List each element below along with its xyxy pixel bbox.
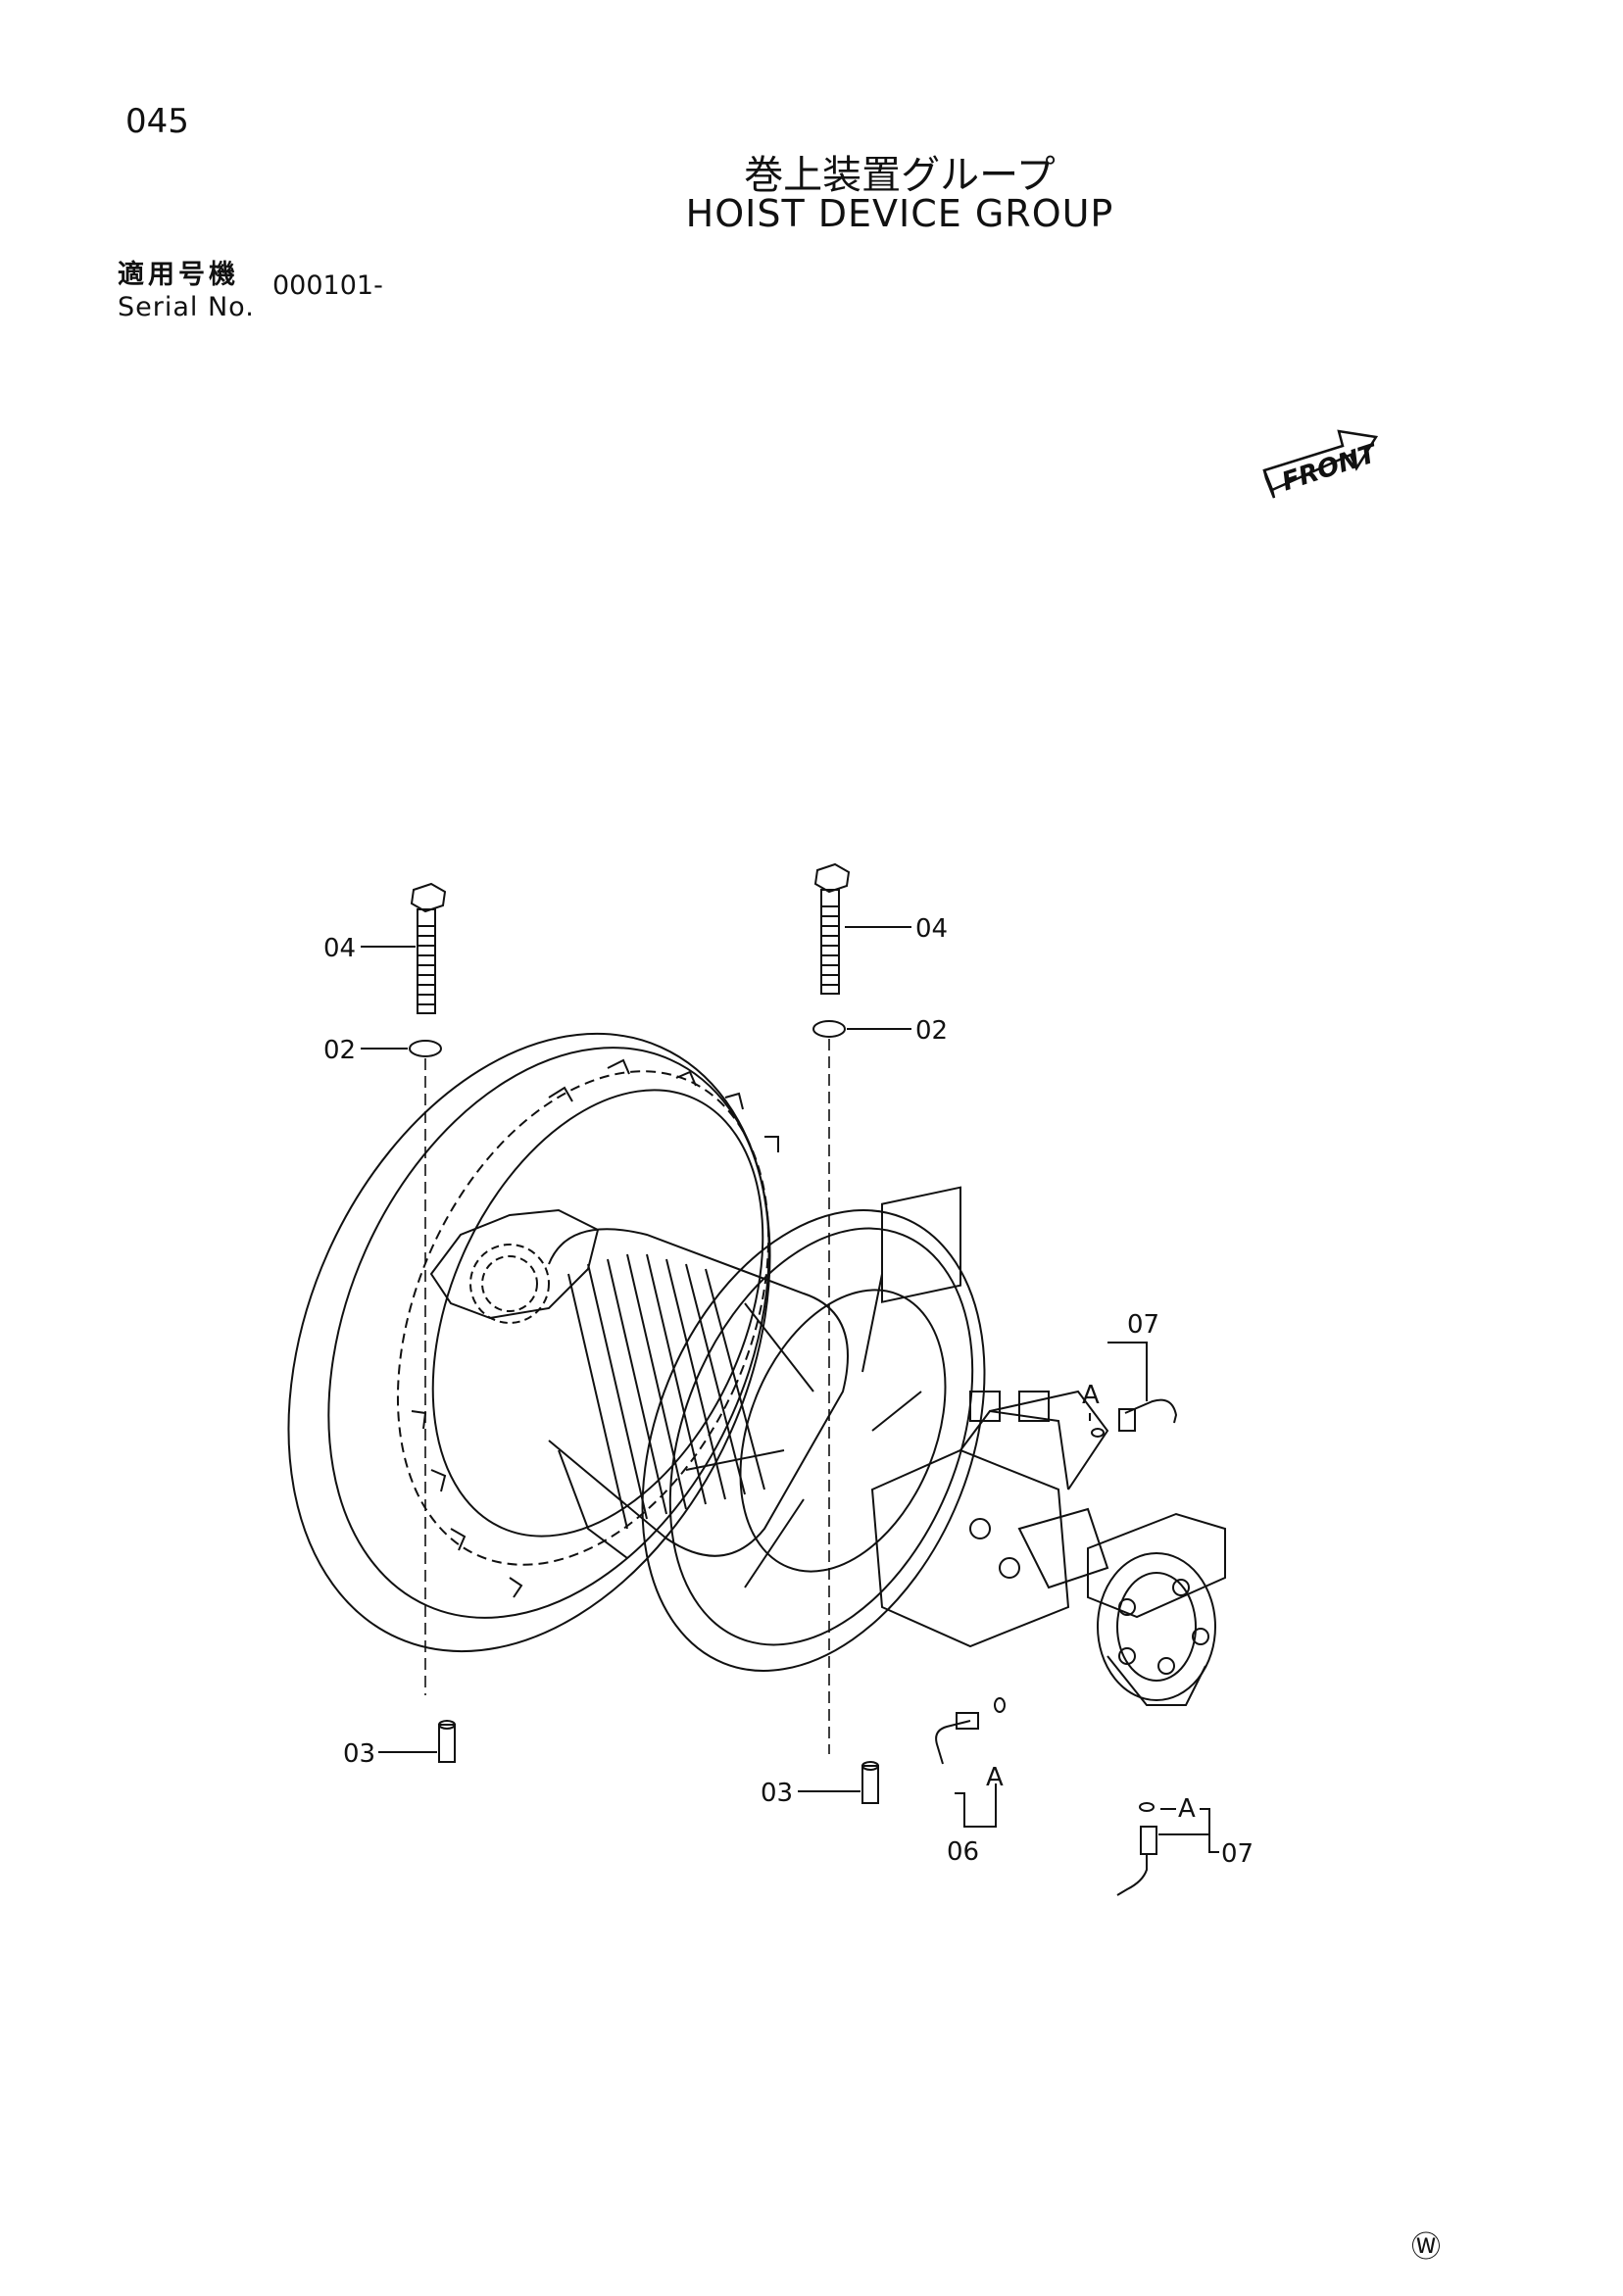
callout-07-upper: 07: [1127, 1310, 1159, 1340]
callout-06: 06: [947, 1837, 979, 1867]
elbow-fitting-07-upper: [1091, 1398, 1178, 1438]
page-title-english: HOIST DEVICE GROUP: [685, 192, 1114, 235]
front-arrow-label: FRONT: [1278, 438, 1382, 497]
callout-02-right: 02: [915, 1016, 948, 1046]
callout-a-upper: A: [1082, 1381, 1100, 1410]
elbow-fitting-07-lower: [1116, 1802, 1157, 1896]
page-title-japanese: 巻上装置グループ: [744, 153, 1056, 198]
serial-label-english: Serial No.: [118, 292, 255, 322]
callout-a-middle: A: [986, 1763, 1004, 1792]
callout-a-lower: A: [1178, 1794, 1196, 1824]
washer-left: [409, 1040, 442, 1057]
drum-right-flange: [641, 1209, 986, 1672]
serial-label-japanese: 適用号機: [118, 260, 239, 290]
callout-02-left: 02: [323, 1036, 356, 1065]
bolt-left: [410, 882, 447, 1014]
drum-left-flange: [287, 1032, 779, 1653]
hoist-motor-assembly: [870, 1186, 1226, 1706]
sleeve-right: [861, 1761, 879, 1804]
bolt-axis-lines: [424, 1039, 830, 1754]
callout-04-left: 04: [323, 934, 356, 963]
washer-right: [812, 1020, 846, 1038]
bolt-right: [813, 862, 851, 995]
callout-03-left: 03: [343, 1739, 375, 1769]
front-arrow-icon: FRONT: [1262, 429, 1382, 499]
serial-number-value: 000101-: [272, 270, 383, 301]
sleeve-left: [438, 1720, 456, 1763]
callout-03-right: 03: [761, 1779, 793, 1808]
page-number: 045: [125, 102, 189, 141]
callout-07-lower: 07: [1221, 1839, 1254, 1869]
winch-drum: [548, 1228, 849, 1559]
callout-04-right: 04: [915, 914, 948, 944]
callout-leaders: [361, 926, 1219, 1853]
watermark-symbol: Ⓦ: [1411, 2230, 1441, 2265]
elbow-fitting-06: [935, 1697, 1006, 1765]
